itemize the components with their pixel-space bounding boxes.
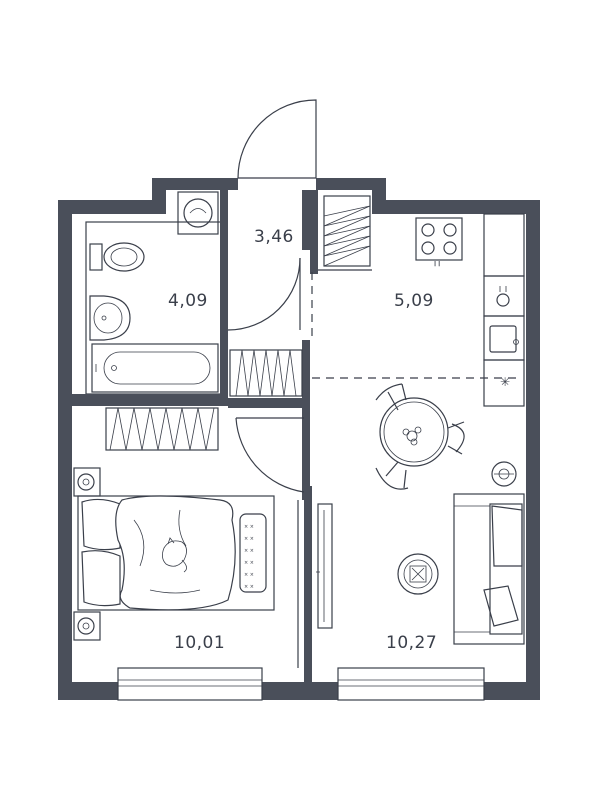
svg-text:× ×: × × <box>244 524 254 530</box>
zone-dividers <box>311 272 522 379</box>
entrance-door <box>237 99 317 179</box>
doors <box>227 99 317 493</box>
sink-icon <box>89 295 131 341</box>
tv-unit-icon <box>316 503 333 629</box>
dining-decor-icon <box>402 426 422 446</box>
outer-walls <box>58 178 540 700</box>
corridor-wardrobe <box>229 349 303 397</box>
windows <box>117 667 485 701</box>
sofa-icon <box>453 493 525 645</box>
bathroom-door <box>227 257 301 331</box>
bathroom-area: 4,09 <box>168 291 208 311</box>
bathroom-fixtures <box>89 191 219 393</box>
svg-text:× ×: × × <box>244 572 254 578</box>
nightstand-bottom-icon <box>73 611 101 641</box>
bedroom-wardrobe <box>105 407 219 451</box>
stove-icon: ‖ ‖ <box>415 217 463 267</box>
kitchen-area: 5,09 <box>394 291 434 311</box>
bedroom: × × × × × × × × × × × × <box>73 467 299 668</box>
area-labels: 3,46 4,09 5,09 10,01 10,27 <box>168 227 437 653</box>
internal-walls <box>72 190 372 682</box>
bed-icon: × × × × × × × × × × × × <box>77 495 275 611</box>
dining-table-icon <box>375 383 465 490</box>
chair-bottom <box>375 461 409 490</box>
chair-top <box>375 383 407 411</box>
bench-icon: × × × × × × × × × × × × <box>239 513 267 593</box>
coffee-table-icon <box>397 553 439 595</box>
bathtub-icon <box>91 343 219 393</box>
living-area: 10,27 <box>386 633 437 653</box>
bedroom-area: 10,01 <box>174 633 225 653</box>
hall-area: 3,46 <box>254 227 294 247</box>
armchair-icon <box>491 461 517 487</box>
cooktop-symbol: ✳ <box>500 375 510 389</box>
kitchen-sink-icon <box>483 315 525 361</box>
svg-text:‖ ‖: ‖ ‖ <box>434 261 441 267</box>
svg-text:× ×: × × <box>244 536 254 542</box>
svg-text:× ×: × × <box>244 584 254 590</box>
living-room <box>316 493 525 645</box>
hood-icon <box>483 275 525 317</box>
washing-machine-icon <box>177 191 219 235</box>
cat-icon <box>162 537 187 573</box>
toilet-icon <box>89 242 145 272</box>
svg-text:× ×: × × <box>244 548 254 554</box>
wardrobes <box>105 195 371 451</box>
bedroom-door <box>235 417 305 493</box>
nightstand-top-icon <box>73 467 101 497</box>
kitchen: ‖ ‖ ✳ <box>375 213 525 490</box>
hall-wardrobe <box>323 195 371 267</box>
svg-text:× ×: × × <box>244 560 254 566</box>
chair-right <box>447 421 465 455</box>
